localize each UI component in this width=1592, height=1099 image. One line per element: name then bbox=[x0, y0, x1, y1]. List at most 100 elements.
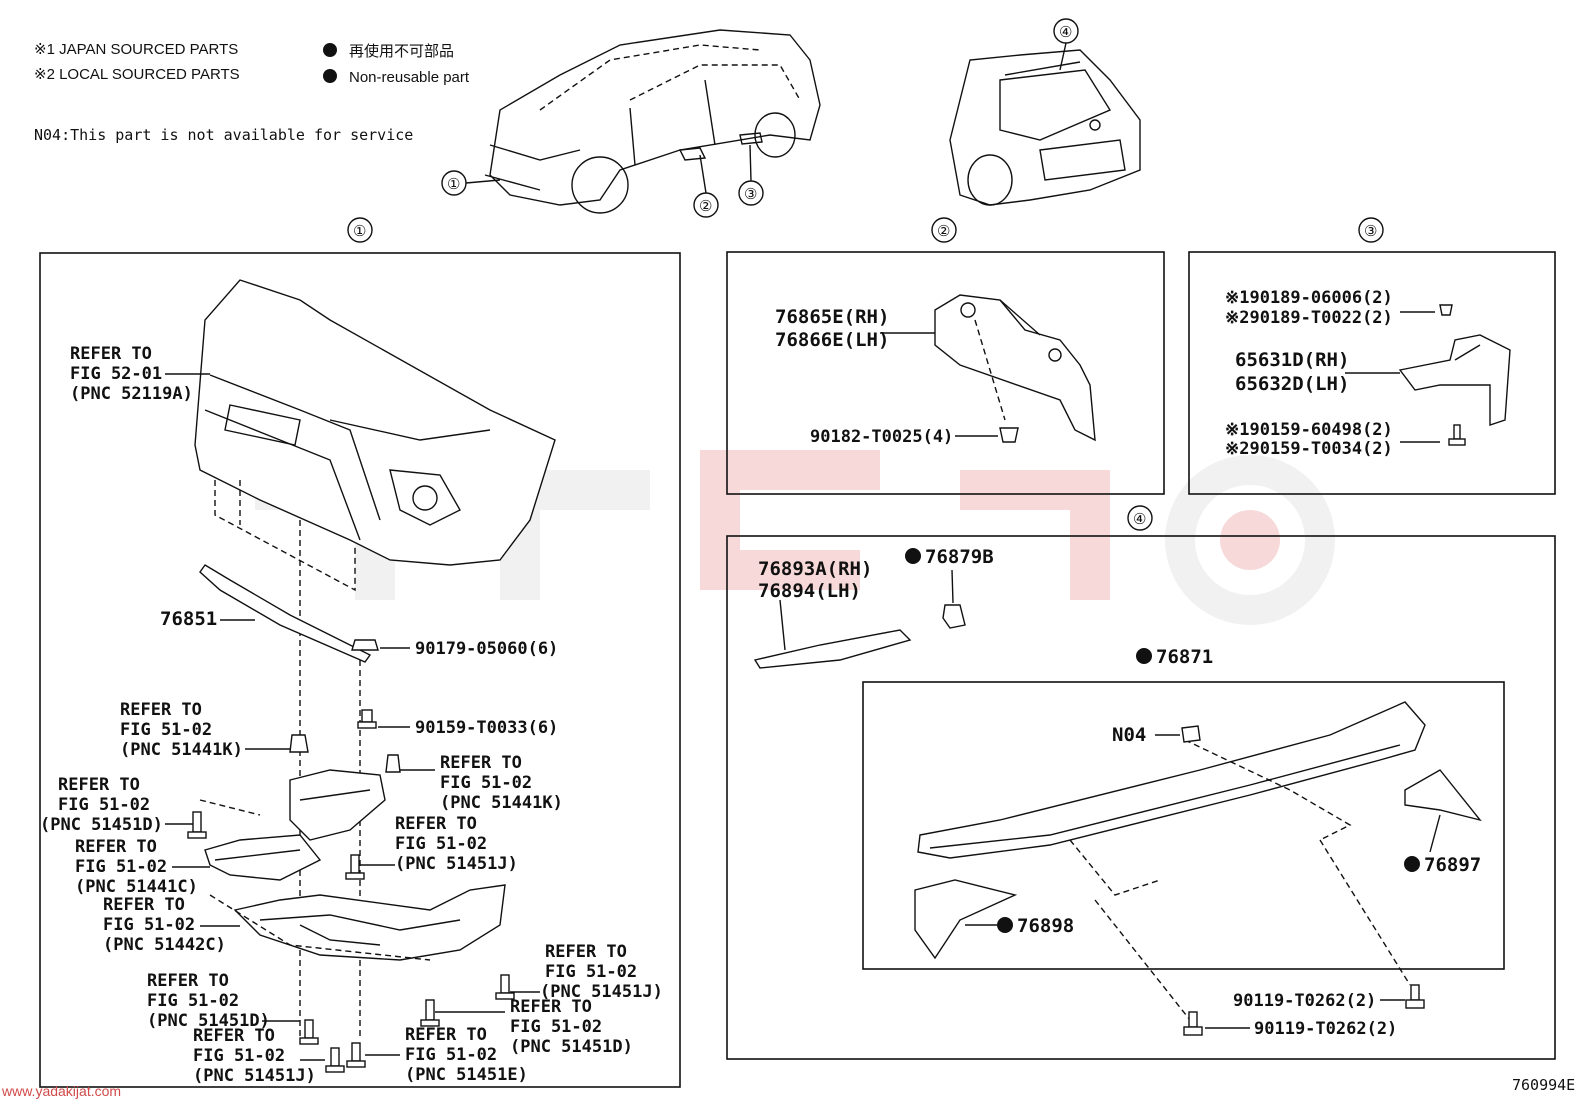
clip-icon bbox=[289, 734, 309, 753]
label-76893a: 76893A(RH) bbox=[758, 558, 872, 580]
svg-text:(PNC 51451D): (PNC 51451D) bbox=[147, 1011, 270, 1031]
svg-text:REFER TO: REFER TO bbox=[510, 997, 592, 1017]
svg-text:FIG 51-02: FIG 51-02 bbox=[193, 1046, 285, 1066]
screw-icon bbox=[1183, 1011, 1203, 1036]
svg-text:(PNC 51441K): (PNC 51441K) bbox=[120, 740, 243, 760]
clip-icon bbox=[942, 604, 966, 629]
ref-fig-51451d-b: REFER TO FIG 51-02 (PNC 51451D) bbox=[147, 971, 270, 1031]
svg-text:②: ② bbox=[699, 198, 712, 215]
svg-text:(PNC 51441C): (PNC 51441C) bbox=[75, 877, 198, 897]
svg-text:(PNC 51451D): (PNC 51451D) bbox=[40, 815, 163, 835]
panel-4-callout: ④ bbox=[1133, 511, 1146, 528]
part-76851-strip bbox=[199, 564, 372, 663]
svg-text:FIG 51-02: FIG 51-02 bbox=[405, 1045, 497, 1065]
label-90159-t0034: ※290159-T0034(2) bbox=[1225, 439, 1393, 459]
label-76866e: 76866E(LH) bbox=[775, 329, 889, 351]
svg-text:(PNC 51442C): (PNC 51442C) bbox=[103, 935, 226, 955]
label-90179: 90179-05060(6) bbox=[415, 639, 558, 659]
svg-text:(PNC 51451D): (PNC 51451D) bbox=[510, 1037, 633, 1057]
label-76894: 76894(LH) bbox=[758, 580, 861, 602]
callout-2-top: ② bbox=[693, 154, 719, 218]
svg-text:REFER TO: REFER TO bbox=[147, 971, 229, 991]
ref-fig-51451j-c: REFER TO FIG 51-02 (PNC 51451J) bbox=[193, 1026, 316, 1086]
label-76851: 76851 bbox=[160, 608, 217, 630]
screw-icon bbox=[420, 999, 440, 1027]
svg-text:(PNC 51441K): (PNC 51441K) bbox=[440, 793, 563, 813]
legend-local: ※2 LOCAL SOURCED PARTS bbox=[34, 66, 240, 83]
ref-fig-52-01: REFER TO FIG 52-01 (PNC 52119A) bbox=[70, 344, 193, 404]
svg-text:FIG 51-02: FIG 51-02 bbox=[510, 1017, 602, 1037]
ref-fig-51451j-a: REFER TO FIG 51-02 (PNC 51451J) bbox=[395, 814, 518, 874]
svg-text:FIG 51-02: FIG 51-02 bbox=[58, 795, 150, 815]
clip-icon bbox=[999, 427, 1019, 443]
clip-icon bbox=[1181, 725, 1201, 743]
svg-text:③: ③ bbox=[744, 186, 757, 203]
label-76871: 76871 bbox=[1156, 646, 1213, 668]
clip-icon bbox=[385, 754, 401, 773]
rear-spoiler-part bbox=[917, 701, 1426, 859]
svg-text:REFER TO: REFER TO bbox=[440, 753, 522, 773]
svg-text:①: ① bbox=[447, 176, 460, 193]
end-cap-left-part bbox=[914, 879, 1018, 960]
svg-text:REFER TO: REFER TO bbox=[103, 895, 185, 915]
watermark-logo bbox=[255, 450, 1335, 625]
svg-text:REFER TO: REFER TO bbox=[70, 344, 152, 364]
label-76898: 76898 bbox=[1017, 915, 1074, 937]
callout-3-top: ③ bbox=[738, 144, 764, 206]
svg-text:FIG 51-02: FIG 51-02 bbox=[120, 720, 212, 740]
panel-1-callout: ① bbox=[353, 223, 366, 240]
label-76879b: 76879B bbox=[925, 546, 994, 568]
svg-text:REFER TO: REFER TO bbox=[75, 837, 157, 857]
screw-icon bbox=[1448, 424, 1466, 446]
ref-fig-51441k-left: REFER TO FIG 51-02 (PNC 51441K) bbox=[120, 700, 243, 760]
nonreuse-dot-icon bbox=[997, 917, 1013, 933]
rocker-panel-part bbox=[934, 294, 1096, 442]
diagram-code: 760994E bbox=[1512, 1076, 1575, 1094]
callout-1-top: ① bbox=[441, 170, 501, 196]
label-90182: 90182-T0025(4) bbox=[810, 427, 953, 447]
ref-fig-51451e: REFER TO FIG 51-02 (PNC 51451E) bbox=[405, 1025, 528, 1085]
ref-fig-51451d-a: REFER TO FIG 51-02 (PNC 51451D) bbox=[40, 775, 163, 835]
mudguard-part bbox=[1398, 334, 1511, 426]
label-65631d: 65631D(RH) bbox=[1235, 349, 1349, 371]
callout-4-top: ④ bbox=[1053, 18, 1079, 71]
svg-text:(PNC 52119A): (PNC 52119A) bbox=[70, 384, 193, 404]
svg-text:FIG 51-02: FIG 51-02 bbox=[440, 773, 532, 793]
legend-n04-note: N04:This part is not available for servi… bbox=[34, 126, 413, 144]
label-90189-06006: ※190189-06006(2) bbox=[1225, 288, 1393, 308]
svg-text:④: ④ bbox=[1059, 24, 1072, 41]
svg-text:REFER TO: REFER TO bbox=[193, 1026, 275, 1046]
svg-text:REFER TO: REFER TO bbox=[545, 942, 627, 962]
svg-text:REFER TO: REFER TO bbox=[405, 1025, 487, 1045]
car-rear-view bbox=[949, 49, 1141, 206]
engine-undercover-part bbox=[204, 769, 506, 961]
svg-text:FIG 52-01: FIG 52-01 bbox=[70, 364, 162, 384]
legend-nonreuse-en: Non-reusable part bbox=[349, 69, 470, 86]
screw-icon bbox=[187, 811, 207, 839]
nonreuse-dot-icon bbox=[1404, 856, 1420, 872]
svg-text:FIG 51-02: FIG 51-02 bbox=[103, 915, 195, 935]
ref-fig-51451j-b: REFER TO FIG 51-02 (PNC 51451J) bbox=[540, 942, 663, 1002]
svg-text:(PNC 51451J): (PNC 51451J) bbox=[395, 854, 518, 874]
legend-nonreuse-jp: 再使用不可部品 bbox=[349, 43, 454, 60]
screw-icon bbox=[345, 854, 365, 880]
svg-text:REFER TO: REFER TO bbox=[58, 775, 140, 795]
legend-japan: ※1 JAPAN SOURCED PARTS bbox=[34, 41, 238, 58]
clip-icon bbox=[351, 639, 379, 651]
svg-text:(PNC 51451J): (PNC 51451J) bbox=[540, 982, 663, 1002]
screw-icon bbox=[1405, 984, 1425, 1009]
spoiler-base-part bbox=[753, 629, 912, 669]
panel-3-callout: ③ bbox=[1364, 223, 1377, 240]
label-90159-60498: ※190159-60498(2) bbox=[1225, 420, 1393, 440]
front-bumper-part bbox=[194, 279, 556, 566]
nonreuse-dot-icon bbox=[323, 43, 337, 57]
ref-fig-51451d-c: REFER TO FIG 51-02 (PNC 51451D) bbox=[510, 997, 633, 1057]
label-90159: 90159-T0033(6) bbox=[415, 718, 558, 738]
screw-icon bbox=[357, 709, 377, 729]
watermark-site: www.yadakijat.com bbox=[1, 1083, 121, 1099]
screw-icon bbox=[299, 1019, 319, 1045]
svg-text:FIG 51-02: FIG 51-02 bbox=[75, 857, 167, 877]
svg-text:(PNC 51451E): (PNC 51451E) bbox=[405, 1065, 528, 1085]
label-65632d: 65632D(LH) bbox=[1235, 373, 1349, 395]
panel-3: ③ ※190189-06006(2) ※290189-T0022(2) 6563… bbox=[1188, 217, 1556, 495]
